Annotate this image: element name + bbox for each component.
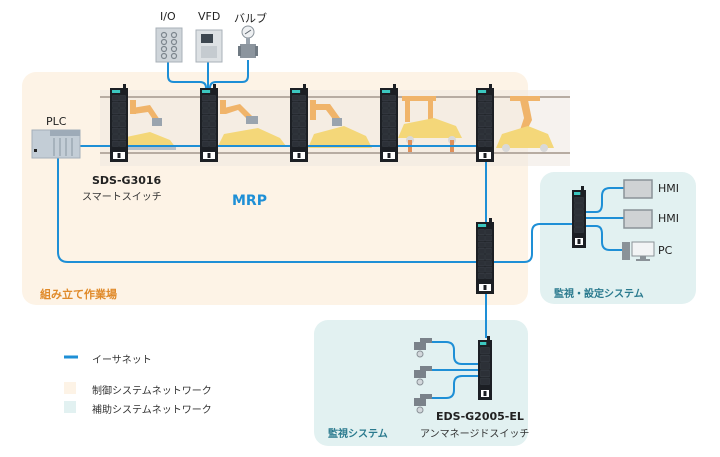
io-module-icon xyxy=(155,27,183,63)
hmi-icon xyxy=(623,209,653,229)
camera-icon xyxy=(414,338,432,358)
camera-icon xyxy=(414,394,432,414)
eds-switch-model: EDS-G2005-EL xyxy=(436,410,524,423)
sds-switch-type: スマートスイッチ xyxy=(82,192,162,203)
ethernet-link-monitor xyxy=(494,223,572,263)
sds-switch-icon xyxy=(476,84,494,162)
ethernet-link-camera1 xyxy=(432,341,478,365)
robot-arm-icon xyxy=(220,100,258,124)
monitor-switch-icon xyxy=(572,186,586,248)
ethernet-link-camera3 xyxy=(432,375,478,399)
monitoring-config-zone xyxy=(540,172,696,304)
lower-rail xyxy=(100,152,570,154)
legend-control-swatch xyxy=(64,382,76,394)
sds-switch-icon xyxy=(290,84,308,162)
surveillance-zone-label: 監視システム xyxy=(328,429,388,440)
valve-icon xyxy=(238,25,258,58)
car-icon xyxy=(218,128,286,146)
hmi-label-1: HMI xyxy=(658,182,680,195)
ethernet-link-ring xyxy=(57,150,476,263)
ethernet-link-hmi1 xyxy=(584,187,624,213)
car-icon xyxy=(118,132,176,150)
ethernet-link-pc xyxy=(584,225,622,251)
pc-label: PC xyxy=(658,244,673,257)
plc-label: PLC xyxy=(46,115,67,128)
robot-arm-icon xyxy=(510,96,540,132)
eds-switch-icon xyxy=(478,336,492,400)
switches-group xyxy=(110,84,586,400)
monitor-config-zone-label: 監視・設定システム xyxy=(554,289,644,300)
sds-switch-icon xyxy=(380,84,398,162)
legend-control-label: 制御システムネットワーク xyxy=(92,386,212,397)
car-icon xyxy=(496,126,554,152)
valve-label: バルブ xyxy=(234,12,267,25)
robot-arm-icon xyxy=(130,100,162,126)
ethernet-link-valve xyxy=(209,60,249,89)
eds-switch-type: アンマネージドスイッチ xyxy=(420,429,530,440)
assembly-zone-label: 組み立て作業場 xyxy=(40,288,117,301)
robot-arm-icon xyxy=(310,100,342,126)
vfd-label: VFD xyxy=(198,10,221,23)
sds-switch-icon xyxy=(200,84,218,162)
sds-switch-icon xyxy=(110,84,128,162)
sds-switch-model: SDS-G3016 xyxy=(92,174,162,187)
legend-auxiliary-label: 補助システムネットワーク xyxy=(92,405,212,416)
pc-icon xyxy=(622,241,655,261)
ethernet-links xyxy=(57,60,624,399)
hmi-icon xyxy=(623,179,653,199)
plc-icon xyxy=(31,129,81,159)
vfd-icon xyxy=(195,29,223,63)
ethernet-link-io xyxy=(167,62,207,89)
legend-ethernet-label: イーサネット xyxy=(92,355,152,366)
upper-rail xyxy=(100,96,570,98)
legend-auxiliary-swatch xyxy=(64,401,76,413)
camera-icon xyxy=(414,366,432,386)
robot-arm-icon xyxy=(402,96,436,122)
mrp-label: MRP xyxy=(232,193,267,209)
io-label: I/O xyxy=(160,10,176,23)
sds-switch-icon xyxy=(476,218,494,294)
car-icon xyxy=(308,126,372,148)
hmi-label-2: HMI xyxy=(658,212,680,225)
